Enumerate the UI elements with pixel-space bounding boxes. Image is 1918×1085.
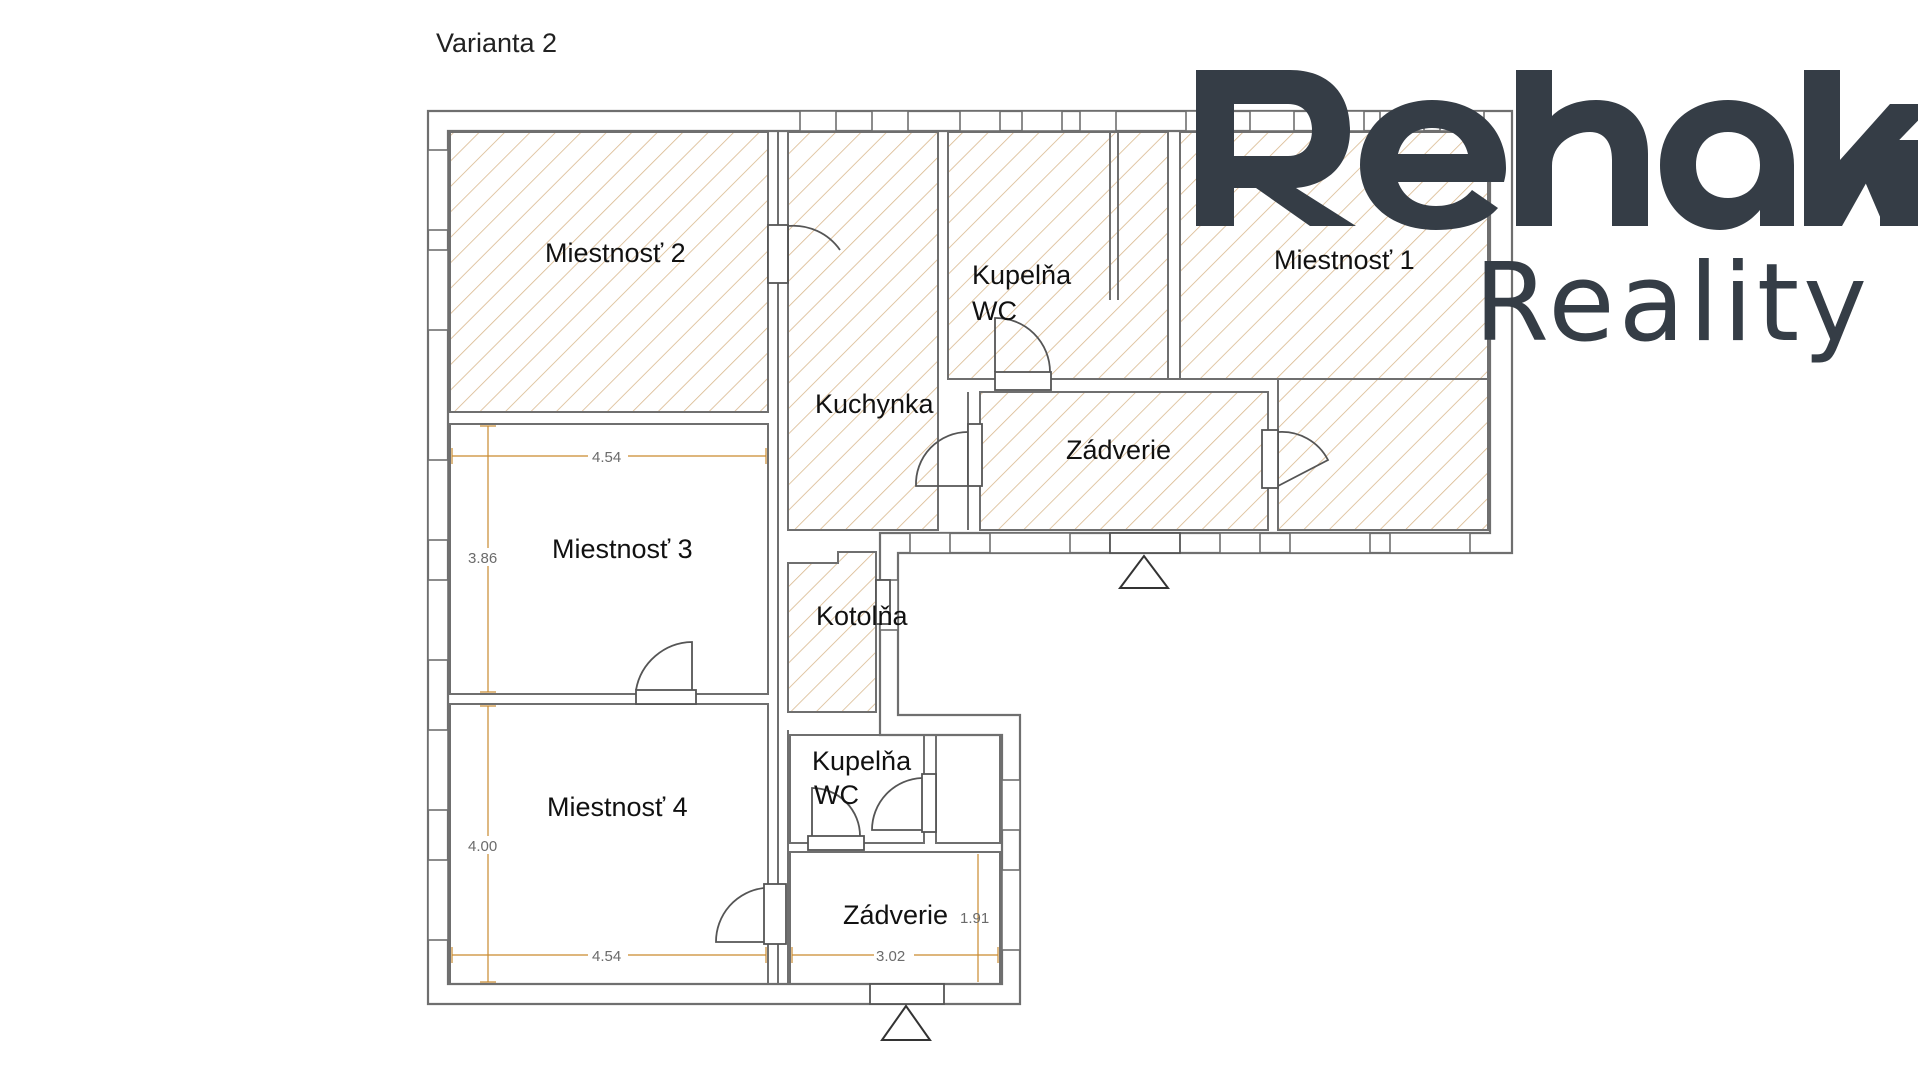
door-main-lower: [869, 983, 945, 1005]
dimension-label: 3.86: [468, 550, 497, 567]
entrance-markers: [880, 554, 1170, 1041]
door-kotolna: [875, 579, 891, 625]
room-label-kupelna-upper: Kupelňa: [972, 260, 1072, 290]
door-miestnost-4: [715, 883, 787, 945]
door-kupelna-lower: [807, 787, 865, 851]
dimension-label: 1.91: [960, 910, 989, 927]
room-miestnost-2-area: [449, 131, 769, 413]
room-label-miestnost-4: Miestnosť 4: [547, 792, 688, 822]
room-label-miestnost-1: Miestnosť 1: [1274, 245, 1415, 275]
variant-title: Varianta 2: [436, 28, 557, 58]
company-logo: Reality: [1196, 70, 1918, 366]
dimension-label: 3.02: [876, 948, 905, 965]
lower-entrance-marker: [880, 1004, 932, 1041]
room-label-miestnost-3: Miestnosť 3: [552, 534, 693, 564]
door-main-upper: [1109, 532, 1181, 554]
door-miestnost-2: [767, 224, 841, 284]
logo-sub-text: Reality: [1474, 241, 1871, 366]
upper-entrance-marker: [1118, 554, 1170, 589]
dimension-label: 4.54: [592, 948, 621, 965]
room-kotolna-area: [787, 551, 877, 713]
dimension-label: 4.00: [468, 838, 497, 855]
room-label-kupelna-lower: Kupelňa: [812, 746, 912, 776]
room-kuchynka-area: [787, 131, 939, 531]
dimension-label: 4.54: [592, 449, 621, 466]
room-kupelna-upper-area: [947, 131, 1169, 380]
door-kuchynka: [915, 423, 983, 487]
dimension-labels: 4.54 3.86 4.00 4.54 3.02 1.91: [466, 447, 989, 965]
room-miestnost-1-lower-area: [1277, 378, 1489, 531]
room-label-zadverie-upper: Zádverie: [1066, 435, 1171, 465]
room-label-miestnost-2: Miestnosť 2: [545, 238, 686, 268]
room-label-wc-lower: WC: [814, 780, 859, 810]
room-label-kuchynka: Kuchynka: [815, 389, 935, 419]
room-label-wc-upper: WC: [972, 296, 1017, 326]
room-label-zadverie-lower: Zádverie: [843, 900, 948, 930]
doors: [635, 224, 1330, 1005]
room-label-kotolna: Kotolňa: [816, 601, 909, 631]
door-kupelna-upper: [994, 317, 1052, 391]
logo-brand-wordmark: [1196, 70, 1918, 230]
room-labels: Miestnosť 2 Kupelňa WC Miestnosť 1 Kuchy…: [545, 238, 1415, 930]
door-miestnost-3: [635, 641, 697, 705]
door-miestnost-1: [1261, 429, 1330, 489]
door-wc-lower: [871, 773, 937, 833]
